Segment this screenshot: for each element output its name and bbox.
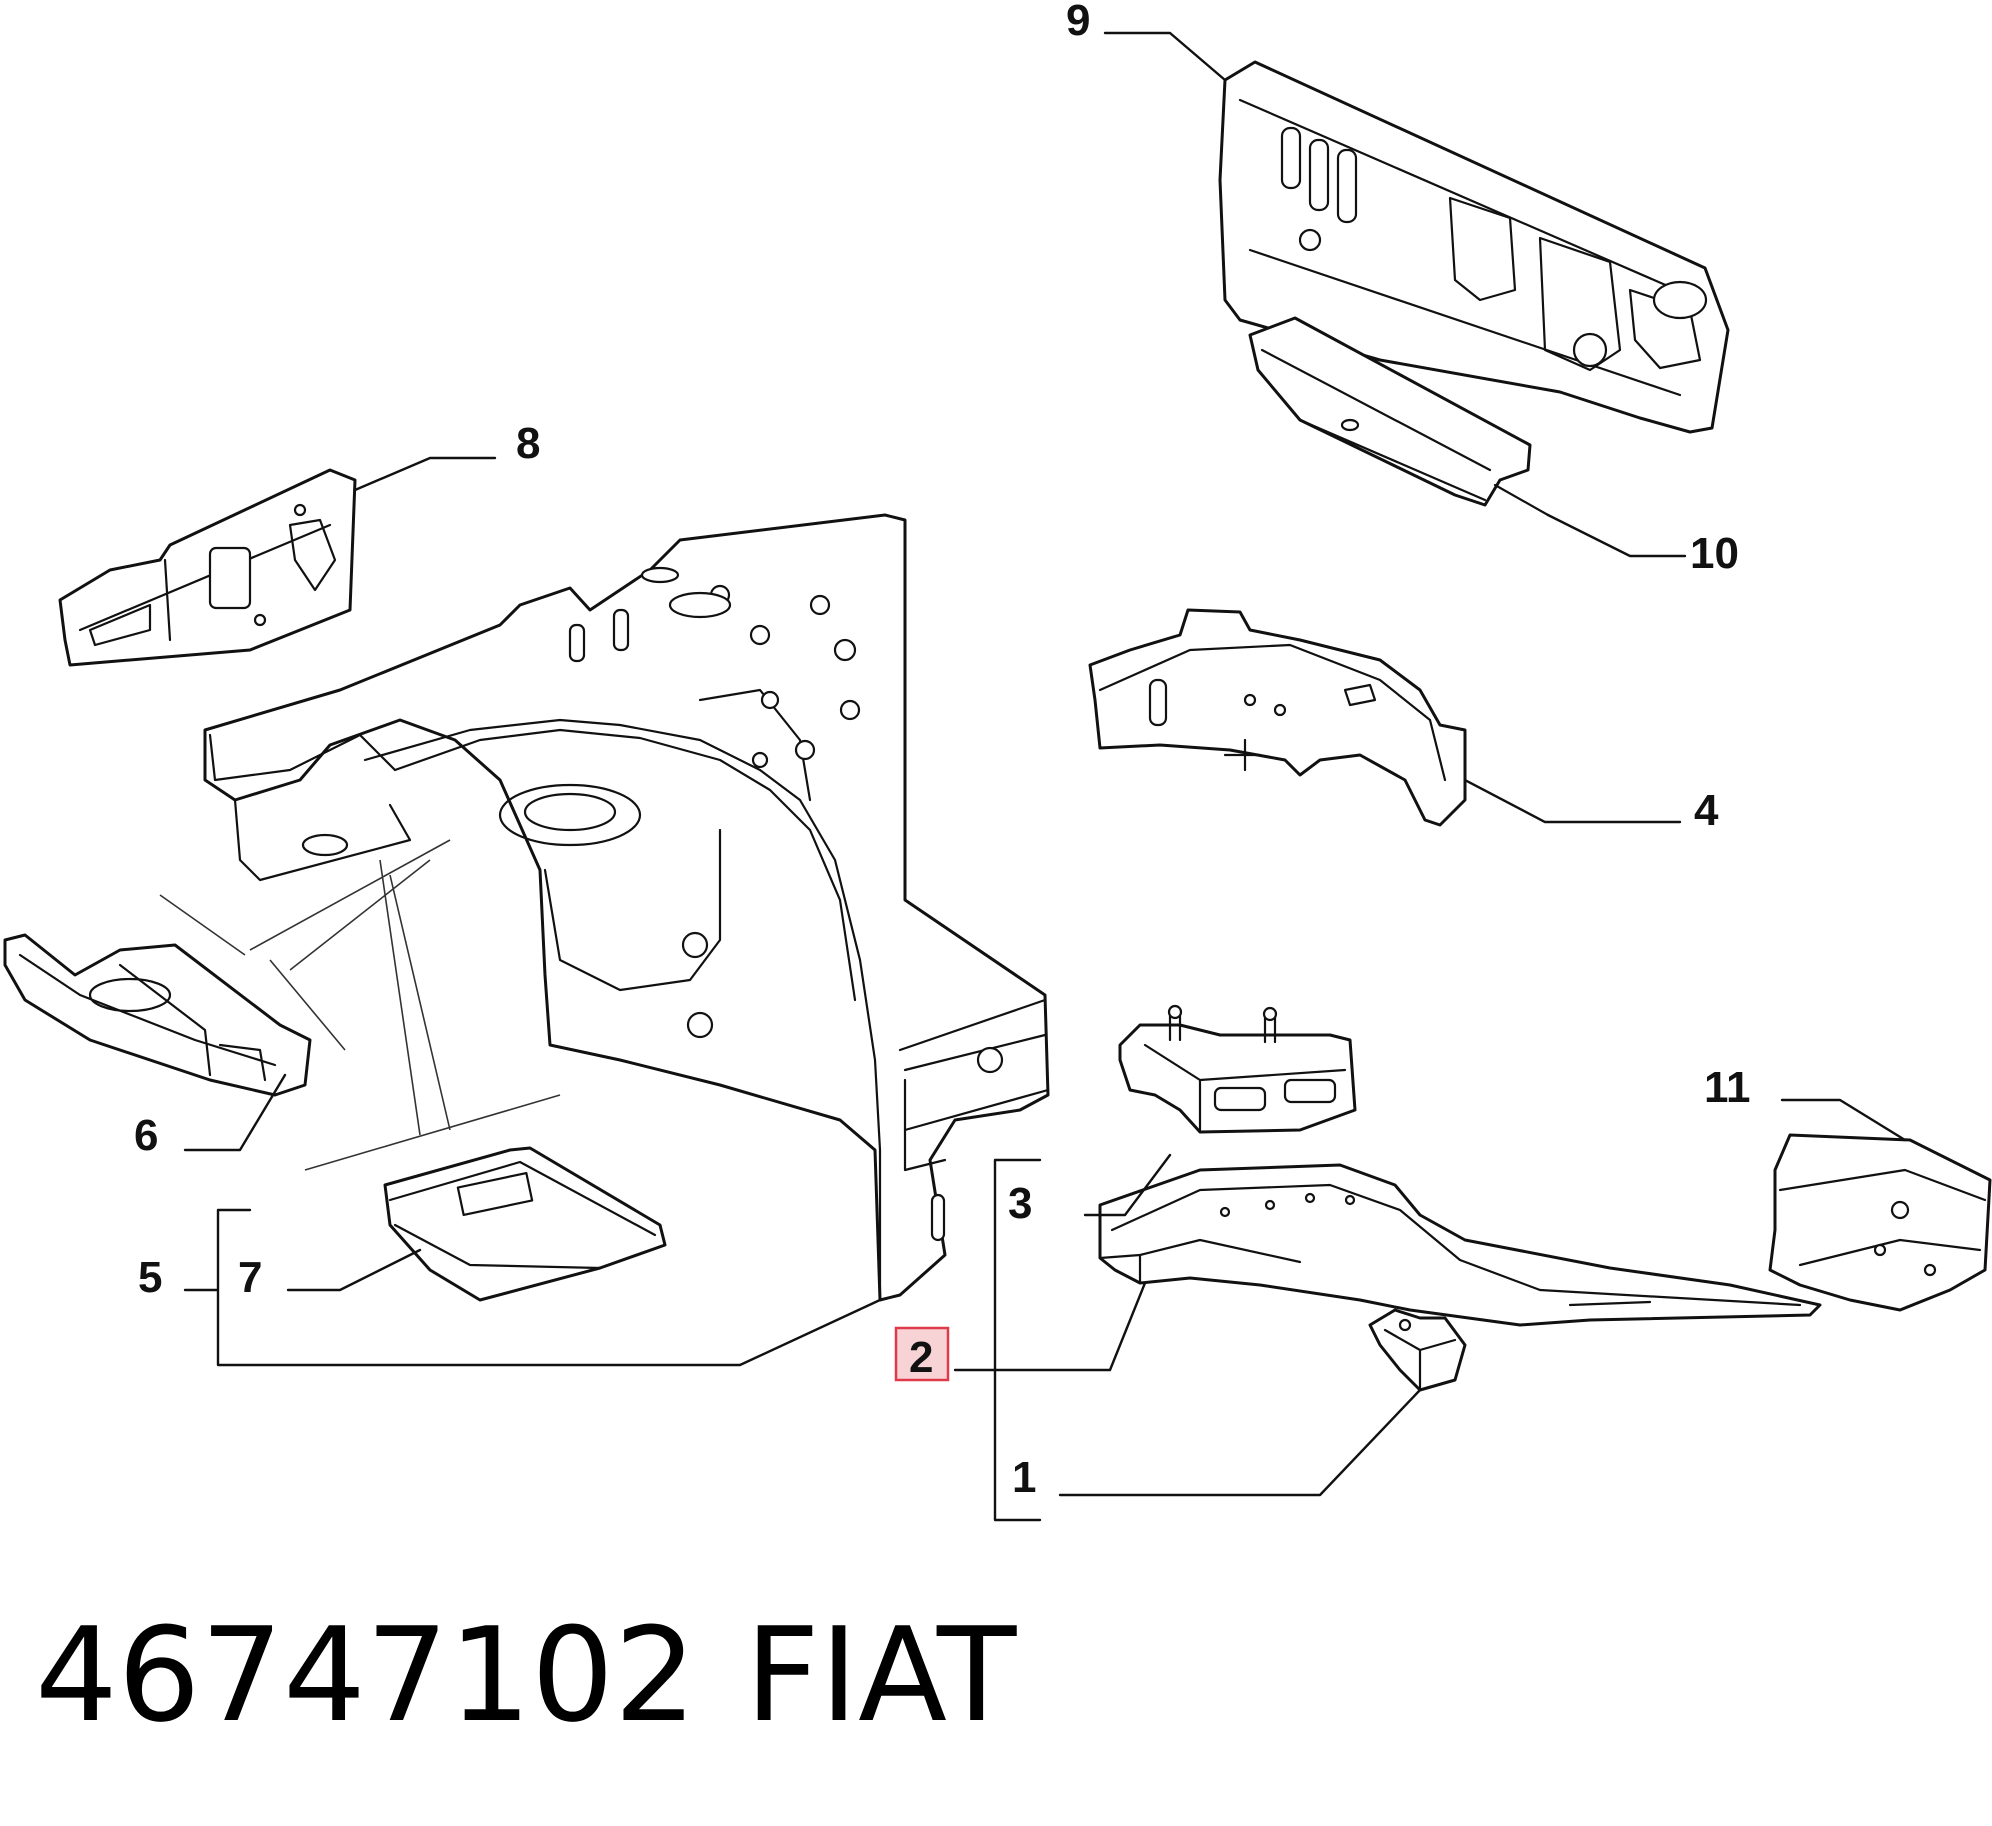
part-11-rear-bracket[interactable] [1768,1133,1992,1312]
callout-5: 5 [138,1253,162,1302]
part-number: 46747102 [35,1599,697,1751]
part-4-reinforcement[interactable] [1088,608,1467,827]
part-6-lower-member[interactable] [3,933,312,1097]
part-9-firewall-panel[interactable] [1218,60,1730,434]
callout-6: 6 [134,1111,158,1160]
callout-11: 11 [1704,1063,1751,1112]
part-3-mount-bracket[interactable] [1118,1004,1357,1134]
part-10-cross-member[interactable] [1248,316,1550,517]
callout-8: 8 [516,419,540,468]
callout-10: 10 [1690,529,1739,578]
part-2-side-member[interactable] [1098,1163,1822,1327]
assembly-guide-lines [159,839,561,1171]
part-1-clip-bracket[interactable] [1368,1308,1467,1392]
callout-2: 2 [909,1333,933,1382]
brand-name: FIAT [745,1599,1017,1751]
part-8-upper-bracket[interactable] [58,468,357,667]
callout-3: 3 [1008,1179,1032,1228]
caption: 46747102 FIAT [35,1599,1017,1751]
highlight-box-2 [894,1326,950,1382]
callout-4: 4 [1694,786,1719,835]
callout-9: 9 [1066,0,1090,45]
part-7-small-panel[interactable] [383,1146,667,1302]
callout-7: 7 [238,1253,262,1302]
callout-labels: 9 10 8 4 6 5 7 2 3 1 11 [134,0,1751,1502]
part-5-wheelhouse-assembly[interactable] [203,513,1050,1302]
callout-1: 1 [1012,1453,1036,1502]
leader-lines [183,31,1907,1522]
